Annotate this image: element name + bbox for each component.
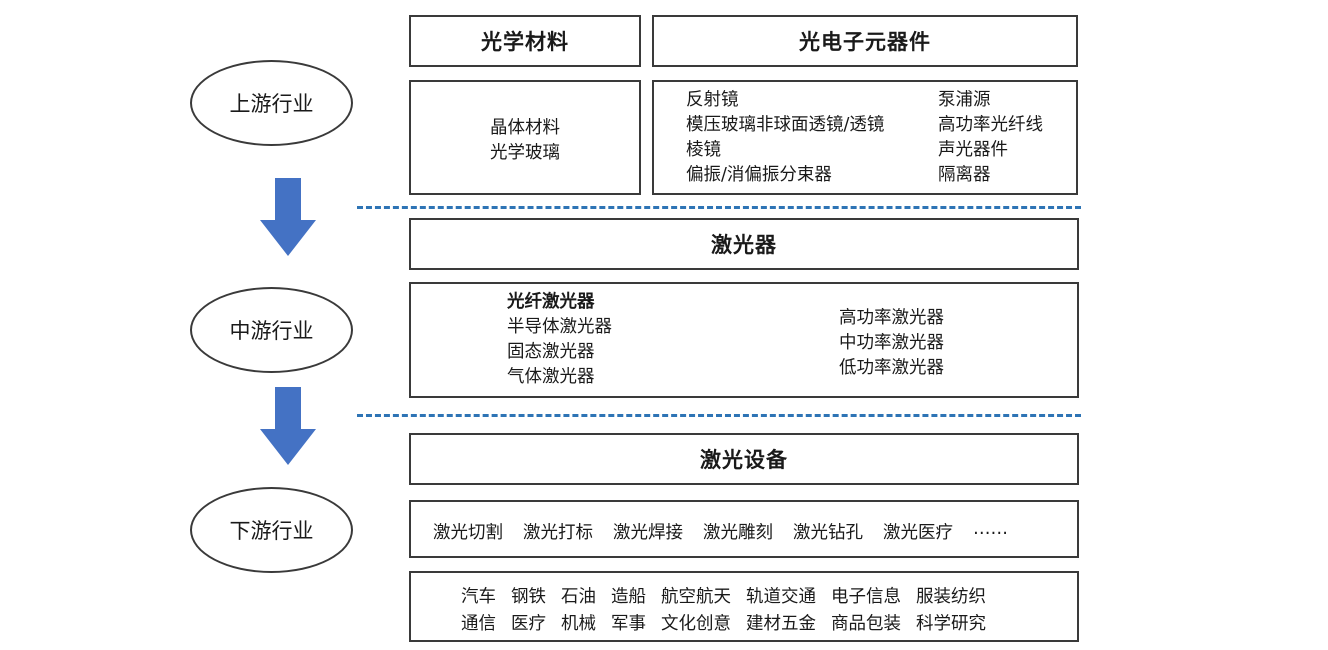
list-item: 医疗: [511, 614, 546, 634]
list-item: 文化创意: [661, 614, 731, 634]
divider-upstream-midstream: [357, 206, 1081, 209]
laser-types-list: 光纤激光器 半导体激光器 固态激光器 气体激光器 高功率激光器 中功率激光器 低…: [409, 282, 1079, 398]
list-item: 反射镜: [686, 90, 739, 110]
list-item: 激光焊接: [613, 523, 683, 543]
list-item: 通信: [461, 614, 496, 634]
list-item: 激光雕刻: [703, 523, 773, 543]
list-item: 隔离器: [938, 165, 991, 185]
list-item: 激光钻孔: [793, 523, 863, 543]
list-item: 建材五金: [746, 614, 816, 634]
laser-header: 激光器: [409, 218, 1079, 270]
list-item: 商品包装: [831, 614, 901, 634]
optoelectronic-components-header: 光电子元器件: [652, 15, 1078, 67]
stage-midstream: 中游行业: [190, 287, 353, 373]
laser-equipment-header: 激光设备: [409, 433, 1079, 485]
list-item: 造船: [611, 587, 646, 607]
list-item: 模压玻璃非球面透镜/透镜: [686, 115, 885, 135]
list-item: 机械: [561, 614, 596, 634]
list-item: 光学玻璃: [490, 143, 560, 163]
list-item: 光纤激光器: [507, 292, 595, 312]
divider-midstream-downstream: [357, 414, 1081, 417]
list-item: 晶体材料: [490, 118, 560, 138]
list-item: 泵浦源: [938, 90, 991, 110]
down-arrow-icon: [260, 387, 316, 465]
optical-materials-list: 晶体材料 光学玻璃: [409, 80, 641, 195]
list-item: 棱镜: [686, 140, 721, 160]
optoelectronic-components-list: 反射镜 模压玻璃非球面透镜/透镜 棱镜 偏振/消偏振分束器 泵浦源 高功率光纤线…: [652, 80, 1078, 195]
list-item: 汽车: [461, 587, 496, 607]
list-item: 声光器件: [938, 140, 1008, 160]
list-item: 高功率激光器: [839, 308, 944, 328]
list-item: 中功率激光器: [839, 333, 944, 353]
list-item: 激光打标: [523, 523, 593, 543]
list-item: 激光切割: [433, 523, 503, 543]
stage-upstream: 上游行业: [190, 60, 353, 146]
list-item: 钢铁: [511, 587, 546, 607]
list-item: 军事: [611, 614, 646, 634]
list-item: 固态激光器: [507, 342, 595, 362]
list-item: 高功率光纤线: [938, 115, 1043, 135]
list-item: 偏振/消偏振分束器: [686, 165, 832, 185]
list-item: 石油: [561, 587, 596, 607]
list-item: 科学研究: [916, 614, 986, 634]
list-item: 电子信息: [831, 587, 901, 607]
laser-equipment-list: 激光切割 激光打标 激光焊接 激光雕刻 激光钻孔 激光医疗 ……: [409, 500, 1079, 558]
optical-materials-header: 光学材料: [409, 15, 641, 67]
list-item: 激光医疗: [883, 523, 953, 543]
list-item: 服装纺织: [916, 587, 986, 607]
application-industries-list: 汽车 钢铁 石油 造船 航空航天 轨道交通 电子信息 服装纺织 通信 医疗 机械…: [409, 571, 1079, 642]
list-item: 半导体激光器: [507, 317, 612, 337]
list-item: 低功率激光器: [839, 358, 944, 378]
list-item: ……: [973, 519, 1008, 539]
down-arrow-icon: [260, 178, 316, 256]
list-item: 轨道交通: [746, 587, 816, 607]
stage-downstream: 下游行业: [190, 487, 353, 573]
list-item: 气体激光器: [507, 367, 595, 387]
list-item: 航空航天: [661, 587, 731, 607]
